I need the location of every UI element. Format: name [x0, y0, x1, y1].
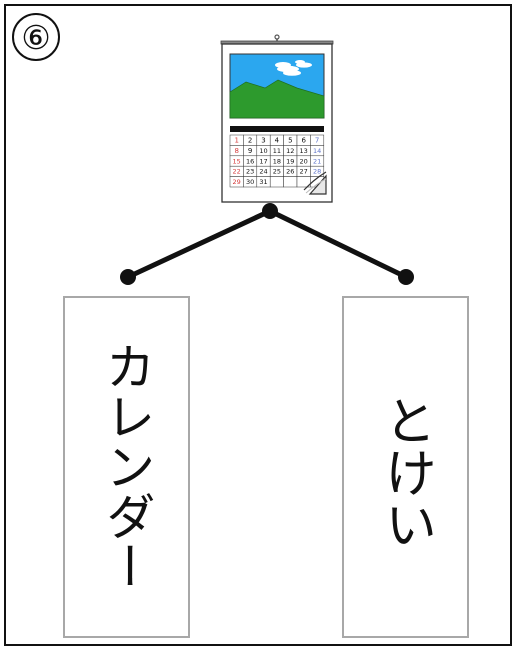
top-connector-dot[interactable]	[262, 203, 278, 219]
calendar-day-number: 16	[246, 157, 254, 165]
calendar-day-number: 25	[273, 168, 281, 176]
calendar-day-number: 11	[273, 147, 281, 155]
left-connector-line	[125, 208, 273, 280]
calendar-day-number: 24	[259, 168, 267, 176]
calendar-day-number: 10	[259, 147, 267, 155]
calendar-day-number: 18	[273, 157, 281, 165]
choice-label-calendar: カレンダー	[97, 341, 156, 591]
calendar-day-number: 26	[286, 168, 294, 176]
calendar-day-number: 5	[288, 137, 292, 145]
calendar-day-number: 9	[248, 147, 252, 155]
calendar-day-number: 31	[259, 178, 267, 186]
calendar-day-number: 6	[301, 137, 306, 145]
calendar-day-number: 1	[234, 137, 238, 145]
calendar-day-number: 8	[234, 147, 238, 155]
choice-card-clock[interactable]: とけい	[342, 296, 469, 638]
calendar-day-number: 20	[300, 157, 308, 165]
calendar-day-number: 13	[300, 147, 308, 155]
calendar-day-number: 23	[246, 168, 254, 176]
choice-label-clock: とけい	[375, 394, 436, 550]
calendar-day-number: 27	[300, 168, 308, 176]
calendar-day-number: 7	[315, 137, 319, 145]
calendar-day-number: 30	[246, 178, 254, 186]
calendar-day-number: 15	[233, 157, 241, 165]
calendar-day-number: 28	[313, 168, 321, 176]
calendar-day-number: 3	[261, 137, 265, 145]
calendar-day-number: 14	[313, 147, 321, 155]
right-choice-dot[interactable]	[398, 269, 414, 285]
calendar-day-number: 2	[248, 137, 252, 145]
calendar-day-number: 17	[259, 157, 267, 165]
calendar-day-number: 12	[286, 147, 294, 155]
calendar-day-number: 22	[233, 168, 241, 176]
right-connector-line	[267, 208, 409, 280]
calendar-day-number: 4	[275, 137, 280, 145]
question-number: ⑥	[12, 13, 60, 61]
calendar-day-number: 21	[313, 157, 321, 165]
calendar-day-number: 19	[286, 157, 294, 165]
left-choice-dot[interactable]	[120, 269, 136, 285]
calendar-day-number: 29	[233, 178, 241, 186]
choice-card-calendar[interactable]: カレンダー	[63, 296, 190, 638]
